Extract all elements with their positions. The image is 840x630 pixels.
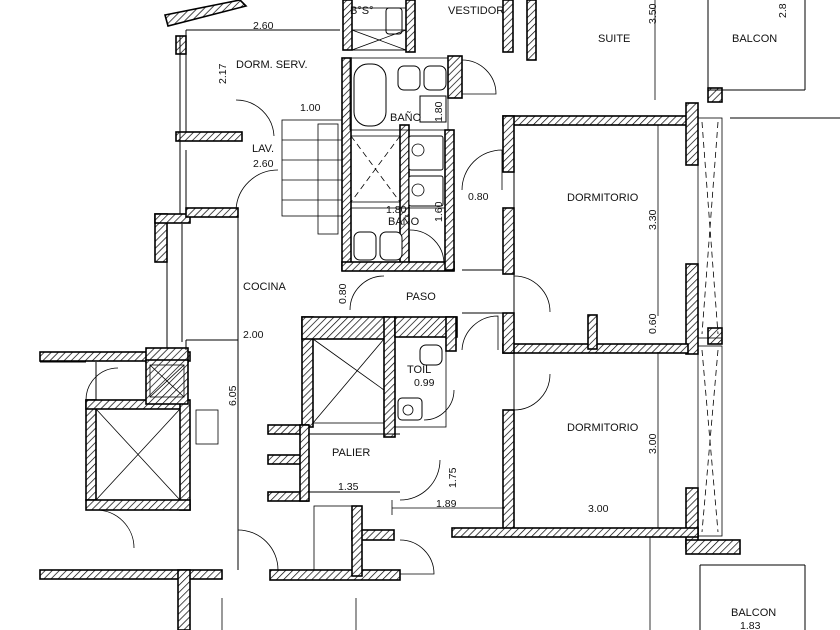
dim-100: 1.00 [300,102,321,114]
label-balcon-bottom: BALCON [731,607,776,619]
wall-bottom-center [269,569,401,581]
label-palier: PALIER [332,447,370,459]
wall-bottom-left [39,569,223,580]
wall-roof-slant [164,0,248,27]
label-dormitorio-1: DORMITORIO [567,192,639,204]
wall-facade-pillar-mid [685,263,699,355]
dim-260-top: 2.60 [253,20,274,32]
wall-dorm2-left [502,409,515,531]
wall-bottom-stub [177,569,191,630]
wall-dorm-divider-b [502,312,515,354]
wall-balcon-top-corner [707,87,723,103]
wall-dorm-divider-c [587,314,598,350]
wall-vestidor-right [502,0,514,53]
dim-330: 3.30 [647,209,659,230]
wall-dorm2-bottom [451,527,699,538]
dim-260-lav: 2.60 [253,158,274,170]
wall-bath-right-col [444,129,455,271]
wall-elevator-box-bottom [85,499,191,511]
dim-350: 3.50 [647,3,659,24]
wall-stair-right [383,316,396,438]
label-toil: TOIL [407,364,431,376]
wall-elevator-top [39,351,191,362]
label-balcon-top: BALCON [732,33,777,45]
wall-kitchen-top-left [154,213,191,224]
dim-160: 1.60 [433,201,445,222]
wall-stair-top [301,316,389,340]
wall-bath-bottom [341,261,455,272]
wall-shaft-right-b [351,505,363,577]
dim-080-v: 0.80 [337,283,349,304]
label-cocina: COCINA [243,281,286,293]
dim-175: 1.75 [447,467,459,488]
dim-300-v: 3.00 [647,433,659,454]
wall-elevator-left [85,399,97,501]
dim-099: 0.99 [414,377,435,389]
wall-bath1-right [447,55,463,99]
wall-dorm1-top [502,115,689,126]
dim-060: 0.60 [647,313,659,334]
label-suite: SUITE [598,33,630,45]
room-labels: B°S° VESTIDOR SUITE BALCON DORM. SERV. B… [236,5,777,619]
wall-vestidor-left [405,0,416,53]
dim-180-h: 1.80 [386,204,407,216]
dim-080-h: 0.80 [468,191,489,203]
wall-balcon-mid-corner [707,327,723,345]
walls [39,0,741,630]
wall-facade-pillar-top [685,102,699,166]
label-bano-2: BAÑO [388,215,420,228]
dim-300-h: 3.00 [588,503,609,515]
label-dormitorio-2: DORMITORIO [567,422,639,434]
dim-189: 1.89 [436,498,457,510]
dim-180-v: 1.80 [433,101,445,122]
label-bano-1: BAÑO [390,111,422,124]
dim-200: 2.00 [243,329,264,341]
wall-dorm1-left-b [502,207,515,275]
dim-28: 2.8 [777,3,789,18]
dim-605: 6.05 [227,385,239,406]
dim-183: 1.83 [740,620,761,630]
dim-135: 1.35 [338,481,359,493]
outlines [40,0,840,630]
doors [85,59,551,575]
wall-facade-pillar-low [685,487,699,549]
dimension-labels: 2.60 2.17 3.50 2.8 1.00 1.80 2.60 0.80 3… [217,3,789,630]
label-vestidor: VESTIDOR [448,5,504,17]
wall-lav-bottom [185,207,239,218]
label-banos-servicio: B°S° [350,5,373,17]
wall-dorm1-left-a [502,115,515,173]
dim-217: 2.17 [217,63,229,84]
label-dorm-serv: DORM. SERV. [236,59,308,71]
wall-suite-right [526,0,537,61]
wall-elevator-box-right [179,399,191,511]
label-lav: LAV. [252,143,274,155]
label-paso: PASO [406,291,436,303]
wall-bottom-right-pillar [685,539,741,555]
wall-toil-right [445,316,457,352]
wall-dorm-serv-base [175,131,243,142]
wall-palier-pillar [299,424,310,502]
wall-dorm-serv-left [175,35,187,55]
